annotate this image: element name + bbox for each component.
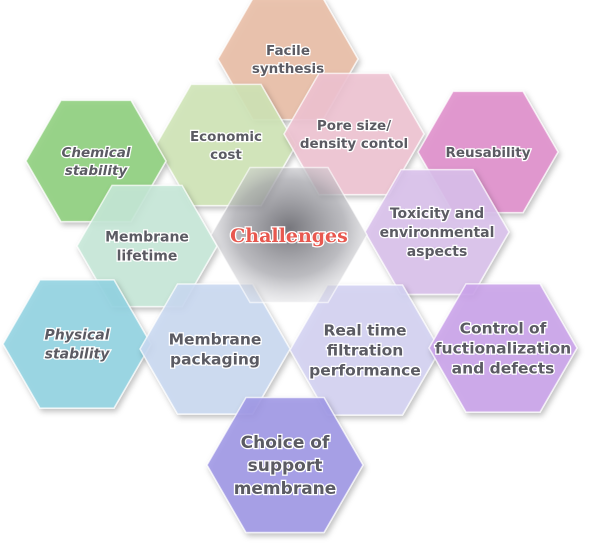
hexagon-label-economic-cost-line-2: cost: [210, 147, 242, 163]
hexagon-label-pore-size-line-2: density contol: [300, 136, 408, 152]
hexagon-label-facile-synthesis-line-2: synthesis: [252, 61, 324, 77]
hexagon-label-control-functionalization-line-1: Control of: [460, 320, 547, 338]
hexagon-label-toxicity-line-3: aspects: [407, 244, 468, 260]
hexagon-label-facile-synthesis-line-1: Facile: [266, 43, 310, 59]
hexagon-label-physical-stability-line-2: stability: [45, 347, 111, 363]
hexagon-support-membrane: Choice of support membrane: [206, 396, 364, 534]
hexagon-pore-size: Pore size/density contol: [283, 72, 425, 196]
hexagon-label-membrane-lifetime-line-1: Membrane: [105, 230, 189, 246]
hexagon-label-real-time-filtration-line-1: Real time: [323, 322, 406, 340]
hexagon-label-real-time-filtration-line-3: performance: [309, 362, 421, 380]
hexagon-label-chemical-stability-line-1: Chemical: [61, 145, 130, 161]
hexagon-label-membrane-lifetime-line-2: lifetime: [117, 249, 178, 265]
hexagon-label-control-functionalization-line-2: fuctionalization: [435, 340, 571, 358]
hexagon-physical-stability: Physical stability: [2, 279, 152, 409]
hexagon-label-support-membrane-line-3: membrane: [234, 479, 337, 499]
hexagon-label-physical-stability-line-1: Physical: [44, 328, 109, 344]
hexagon-shape-physical-stability: [2, 279, 152, 409]
hexagon-control-functionalization: Control of fuctionalization and defects: [428, 283, 578, 413]
hexagon-label-support-membrane-line-2: support: [248, 456, 323, 476]
hexagon-label-support-membrane-line-1: Choice of: [241, 433, 330, 453]
hexagon-shape-control-functionalization: [428, 283, 578, 413]
hexagon-shape-real-time-filtration: [289, 284, 441, 416]
hexagon-label-toxicity-line-1: Toxicity and: [390, 206, 484, 222]
hexagon-label-reusability-line-1: Reusability: [445, 145, 530, 161]
center-hexagon-group: Challenges: [210, 166, 368, 304]
center-hexagon: [210, 166, 368, 304]
hexagon-label-control-functionalization-line-3: and defects: [452, 360, 555, 378]
hexagon-label-membrane-packaging-line-1: Membrane: [169, 331, 262, 349]
hexagon-label-chemical-stability-line-2: stability: [65, 163, 129, 179]
center-label-line-1: Challenges: [230, 225, 348, 247]
hexagon-label-toxicity-line-2: environmental: [380, 225, 495, 241]
hexagon-label-pore-size-line-1: Pore size/: [317, 118, 391, 134]
hexagon-label-economic-cost-line-1: Economic: [190, 129, 262, 145]
hexagon-real-time-filtration: Real time filtration performance: [289, 284, 441, 416]
hexagon-shape-support-membrane: [206, 396, 364, 534]
hexagon-label-membrane-packaging-line-2: packaging: [170, 351, 260, 369]
hexagon-toxicity: Toxicity and environmental aspects: [364, 168, 510, 296]
hexagon-label-real-time-filtration-line-2: filtration: [327, 342, 404, 360]
